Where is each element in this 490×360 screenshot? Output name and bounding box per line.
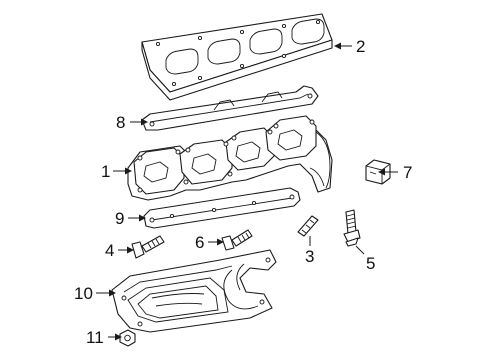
part-5-bolt — [343, 209, 361, 247]
callout-9: 9 — [115, 209, 124, 228]
callout-10: 10 — [74, 284, 93, 303]
part-3-stud — [297, 215, 319, 237]
callout-8: 8 — [116, 113, 125, 132]
callout-2: 2 — [356, 37, 365, 56]
part-4-bolt — [131, 235, 165, 259]
part-2-gasket-plate — [141, 13, 333, 101]
callout-4: 4 — [105, 241, 114, 260]
callout-7: 7 — [403, 163, 412, 182]
callout-5: 5 — [366, 254, 375, 273]
callout-11: 11 — [86, 328, 104, 347]
leader-lines — [96, 42, 398, 341]
part-11-nut — [119, 329, 136, 347]
callout-1: 1 — [101, 162, 110, 181]
part-1-exhaust-manifold — [127, 115, 333, 201]
part-8-upper-strip — [141, 85, 319, 131]
part-6-bolt — [221, 229, 253, 251]
part-10-heat-shield — [111, 249, 277, 333]
callout-3: 3 — [305, 247, 314, 266]
part-9-lower-strip — [143, 187, 301, 229]
callout-6: 6 — [195, 233, 204, 252]
